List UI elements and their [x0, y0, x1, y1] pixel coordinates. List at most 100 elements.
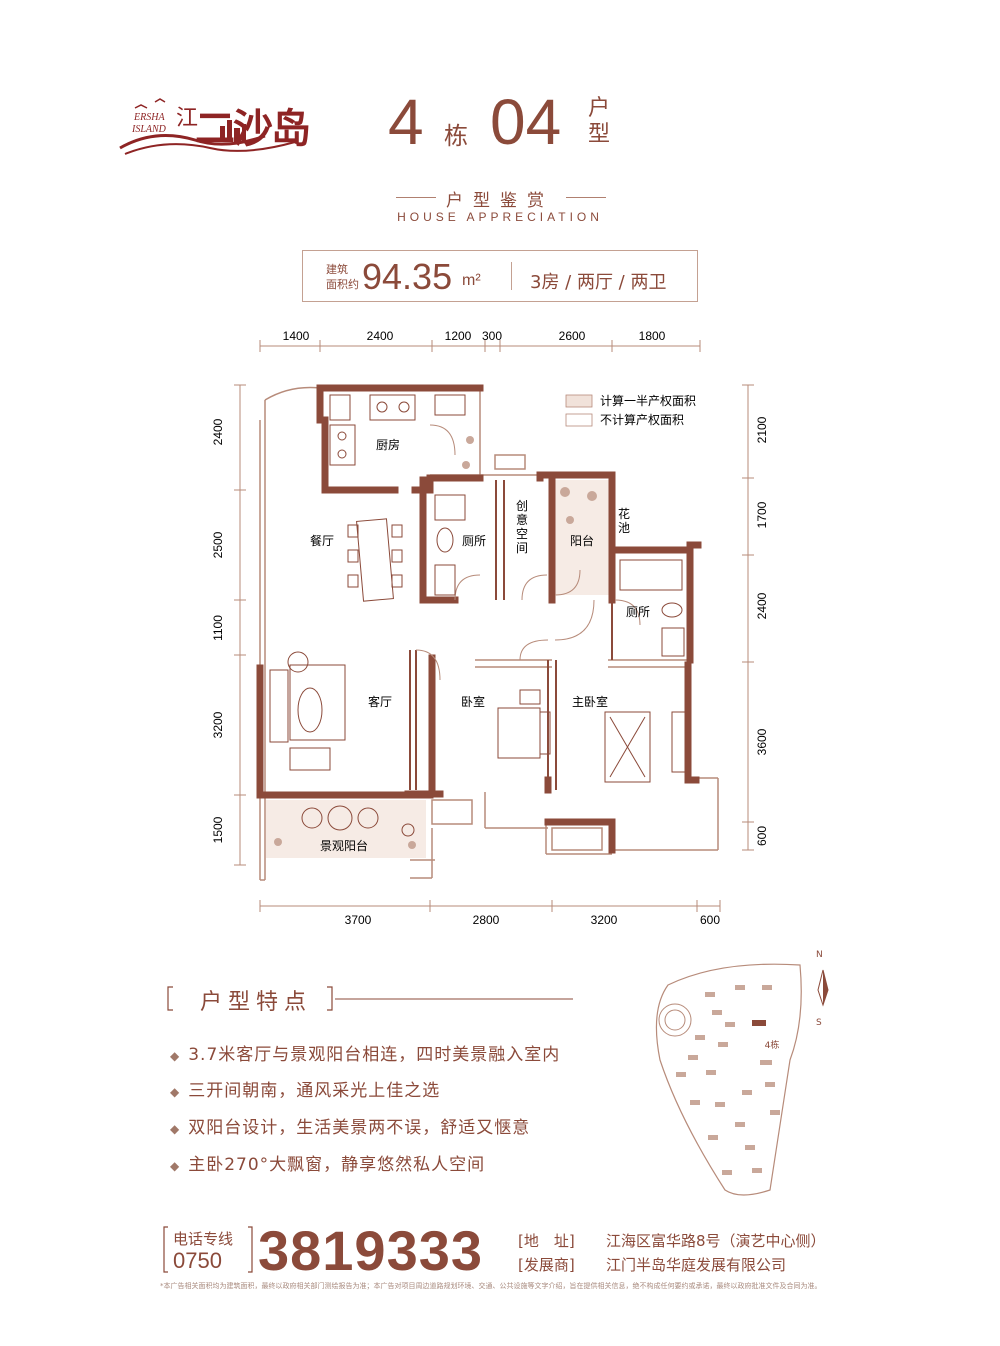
dim-right-5: 600 — [755, 826, 769, 846]
site-buildings — [676, 985, 780, 1175]
area-label-line2: 面积约 — [326, 278, 359, 291]
legend-swatch-none — [565, 413, 593, 427]
dim-left-4: 3200 — [211, 711, 225, 738]
room-master: 主卧室 — [572, 694, 608, 709]
features-title: 户型特点 — [200, 990, 313, 1015]
feature-text-3: 双阳台设计，生活美景两不误，舒适又惬意 — [188, 1118, 531, 1138]
subtitle-line-left — [396, 197, 436, 198]
logo-en-line1: ERSHA — [134, 112, 165, 123]
diamond-icon: ◆ — [170, 1122, 181, 1136]
dim-right-4: 3600 — [755, 728, 769, 755]
feature-text-1: 3.7米客厅与景观阳台相连，四时美景融入室内 — [188, 1045, 561, 1065]
floor-plan: 1400 2400 1200 300 2600 1800 3700 2800 3… — [211, 329, 769, 927]
subtitle-line-right — [566, 197, 606, 198]
site-plan: 4栋 — [655, 963, 802, 1196]
area-box — [302, 250, 698, 302]
site-building-4-highlight — [752, 1020, 766, 1026]
room-creative-1: 创 — [516, 499, 528, 513]
dim-left-2: 2500 — [211, 531, 225, 558]
room-creative-2: 意 — [516, 512, 528, 527]
diamond-icon: ◆ — [170, 1085, 181, 1099]
main-walls — [256, 384, 702, 854]
legend-item-half: 计算一半产权面积 — [600, 393, 696, 408]
door-swings — [415, 424, 641, 681]
dev-label-text: 发展商 — [523, 1256, 569, 1274]
dim-top-1: 1400 — [283, 329, 310, 343]
area-value: 94.35 — [362, 256, 453, 297]
room-creative-4: 间 — [516, 541, 528, 555]
dimension-lines — [234, 340, 754, 912]
dim-top-3: 1200 — [445, 329, 472, 343]
room-view-balcony: 景观阳台 — [320, 838, 368, 853]
addr-label: [地 址] — [518, 1232, 575, 1250]
room-config: 3房 / 两厅 / 两卫 — [530, 272, 667, 293]
logo-name: 二沙岛 — [195, 105, 311, 152]
compass-icon — [817, 969, 829, 1007]
dim-left-1: 2400 — [211, 418, 225, 445]
area-separator — [511, 262, 512, 290]
room-bath2: 厕所 — [626, 605, 650, 619]
compass-north: N — [816, 950, 823, 960]
thin-walls — [259, 386, 719, 881]
room-planter-1: 花 — [618, 506, 630, 521]
subtitle-cn: 户型鉴赏 — [446, 191, 554, 211]
dim-right-3: 2400 — [755, 592, 769, 619]
phone-label: 电话专线 — [173, 1230, 234, 1248]
view-balcony-fill — [266, 800, 426, 858]
disclaimer: *本广告相关面积均为建筑面积，最终以政府相关部门测绘报告为准；本广告对项目周边道… — [160, 1282, 822, 1290]
room-living: 客厅 — [368, 694, 392, 709]
features-bracket — [167, 986, 573, 1011]
phone-area-code: 0750 — [173, 1248, 222, 1273]
kitchen-fixtures — [329, 394, 466, 466]
legend-swatch-half — [565, 394, 593, 408]
room-balcony: 阳台 — [570, 533, 594, 548]
dev-label: [发展商] — [518, 1256, 575, 1274]
dim-top-2: 2400 — [367, 329, 394, 343]
balcony-fill — [555, 480, 610, 595]
legend-item-none: 不计算产权面积 — [600, 412, 684, 427]
addr-value: 江海区富华路8号（演艺中心侧） — [606, 1232, 826, 1250]
feature-item-3: ◆ 双阳台设计，生活美景两不误，舒适又惬意 — [170, 1113, 530, 1138]
living-furniture — [269, 651, 346, 771]
dim-bottom-2: 2800 — [473, 913, 500, 927]
room-dining: 餐厅 — [310, 533, 334, 548]
phone-number[interactable]: 3819333 — [258, 1219, 484, 1282]
unit-label-bottom: 型 — [588, 122, 611, 147]
dim-top-5: 2600 — [559, 329, 586, 343]
area-unit: m² — [462, 272, 481, 289]
logo — [115, 88, 315, 158]
room-kitchen: 厨房 — [376, 437, 400, 452]
dim-right-2: 1700 — [755, 501, 769, 528]
addr-label-text: 地 址 — [523, 1232, 569, 1250]
area-label-line1: 建筑 — [326, 263, 348, 276]
room-planter-2: 池 — [618, 521, 630, 535]
feature-item-4: ◆ 主卧270°大飘窗，静享悠然私人空间 — [170, 1150, 485, 1175]
site-building-label: 4栋 — [765, 1039, 780, 1051]
room-creative-3: 空 — [516, 527, 528, 541]
logo-waves-icon — [119, 98, 296, 155]
building-unit-label: 栋 — [444, 122, 468, 150]
phone-bracket — [163, 1226, 253, 1273]
feature-item-2: ◆ 三开间朝南，通风采光上佳之选 — [170, 1076, 440, 1101]
logo-jiang: 江 — [176, 106, 199, 131]
building-number: 4 — [388, 86, 424, 158]
dim-top-4: 300 — [482, 329, 502, 343]
unit-number: 04 — [490, 86, 562, 158]
compass-south: S — [816, 1018, 822, 1028]
dim-right-1: 2100 — [755, 416, 769, 443]
diamond-icon: ◆ — [170, 1159, 181, 1173]
feature-item-1: ◆3.7米客厅与景观阳台相连，四时美景融入室内 — [170, 1040, 560, 1065]
feature-text-4: 主卧270°大飘窗，静享悠然私人空间 — [188, 1155, 486, 1175]
bath-fixtures — [434, 494, 685, 657]
dim-bottom-1: 3700 — [345, 913, 372, 927]
dining-table — [347, 518, 403, 602]
area-label: 建筑 面积约 — [326, 262, 359, 292]
room-bath1: 厕所 — [462, 534, 486, 548]
dev-value: 江门半岛华庭发展有限公司 — [606, 1256, 787, 1274]
dim-bottom-3: 3200 — [591, 913, 618, 927]
unit-label-top: 户 — [588, 96, 611, 121]
feature-text-2: 三开间朝南，通风采光上佳之选 — [188, 1081, 441, 1101]
inner-walls — [409, 480, 613, 790]
dim-left-5: 1500 — [211, 816, 225, 843]
dim-bottom-4: 600 — [700, 913, 720, 927]
